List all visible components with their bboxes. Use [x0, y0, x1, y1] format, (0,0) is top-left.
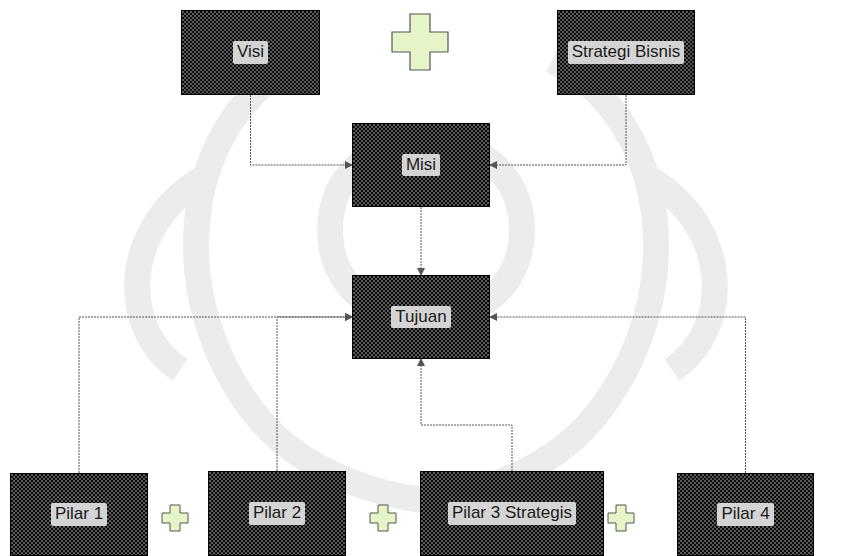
flow-arrow: [490, 317, 746, 473]
box-label: Tujuan: [391, 306, 450, 328]
watermark-shape: [137, 60, 715, 500]
pillar-box: Pilar 1: [10, 473, 148, 556]
source-box: Visi: [181, 10, 320, 95]
flow-arrow: [251, 95, 353, 165]
box-label: Pilar 4: [717, 503, 773, 525]
flow-arrow: [490, 95, 626, 165]
plus-sign: [392, 14, 448, 70]
process-box: Tujuan: [352, 275, 490, 359]
plus-sign: [162, 505, 188, 531]
flow-arrow: [277, 317, 352, 471]
pillar-box: Pilar 3 Strategis: [420, 471, 604, 556]
box-label: Misi: [402, 154, 440, 176]
flow-arrow: [79, 317, 352, 473]
pillar-box: Pilar 2: [208, 471, 346, 556]
box-label: Pilar 3 Strategis: [448, 502, 576, 524]
box-label: Strategi Bisnis: [568, 41, 685, 63]
flow-arrow: [421, 207, 422, 275]
box-label: Visi: [233, 41, 268, 63]
plus-sign: [370, 505, 396, 531]
plus-sign: [608, 505, 634, 531]
box-label: Pilar 1: [51, 503, 107, 525]
process-box: Misi: [352, 123, 490, 207]
box-label: Pilar 2: [249, 502, 305, 524]
source-box: Strategi Bisnis: [557, 10, 695, 95]
flow-arrow: [421, 359, 512, 471]
pillar-box: Pilar 4: [677, 473, 814, 556]
